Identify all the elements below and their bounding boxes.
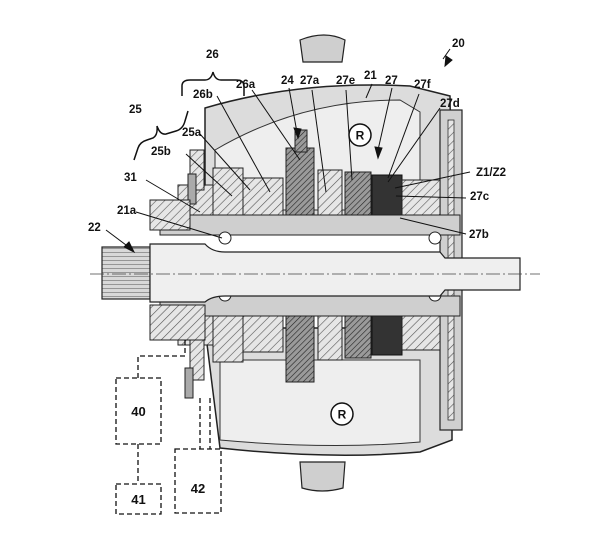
- reservoir-marker-bottom: R: [330, 402, 354, 426]
- label-27c: 27c: [470, 191, 490, 203]
- box-41-label: 41: [131, 492, 145, 507]
- label-26b: 26b: [193, 89, 213, 101]
- label-22: 22: [88, 222, 101, 234]
- control-connections: [137, 338, 211, 484]
- label-21: 21: [364, 70, 377, 82]
- box-42: 42: [174, 448, 222, 514]
- label-25: 25: [129, 104, 142, 116]
- label-27: 27: [385, 75, 398, 87]
- hub: [149, 199, 461, 341]
- label-20: 20: [452, 38, 465, 50]
- box-41: 41: [115, 483, 162, 515]
- leader-lines: [105, 48, 471, 254]
- label-27e: 27e: [336, 75, 355, 87]
- bracket-26: [181, 71, 245, 96]
- label-27b: 27b: [469, 229, 489, 241]
- label-31: 31: [124, 172, 137, 184]
- label-26a: 26a: [236, 79, 256, 91]
- label-25b: 25b: [151, 146, 171, 158]
- reservoir-marker-top: R: [348, 123, 372, 147]
- box-42-label: 42: [191, 481, 205, 496]
- label-26: 26: [206, 49, 219, 61]
- label-24: 24: [281, 75, 294, 87]
- bracket-25: [133, 110, 189, 161]
- label-z1-z2: Z1/Z2: [476, 167, 506, 179]
- box-40: 40: [115, 377, 162, 445]
- label-27d: 27d: [440, 98, 460, 110]
- label-25a: 25a: [182, 127, 202, 139]
- box-40-label: 40: [131, 404, 145, 419]
- input-shaft: [90, 243, 540, 303]
- reservoir-label-bottom: R: [338, 408, 347, 422]
- label-21a: 21a: [117, 205, 137, 217]
- reservoir-label-top: R: [356, 129, 365, 143]
- reference-labels: 20 26 26a 24 27a 27e 21 27 27f 26b 25 27…: [88, 38, 506, 241]
- label-27a: 27a: [300, 75, 320, 87]
- label-27f: 27f: [414, 79, 431, 91]
